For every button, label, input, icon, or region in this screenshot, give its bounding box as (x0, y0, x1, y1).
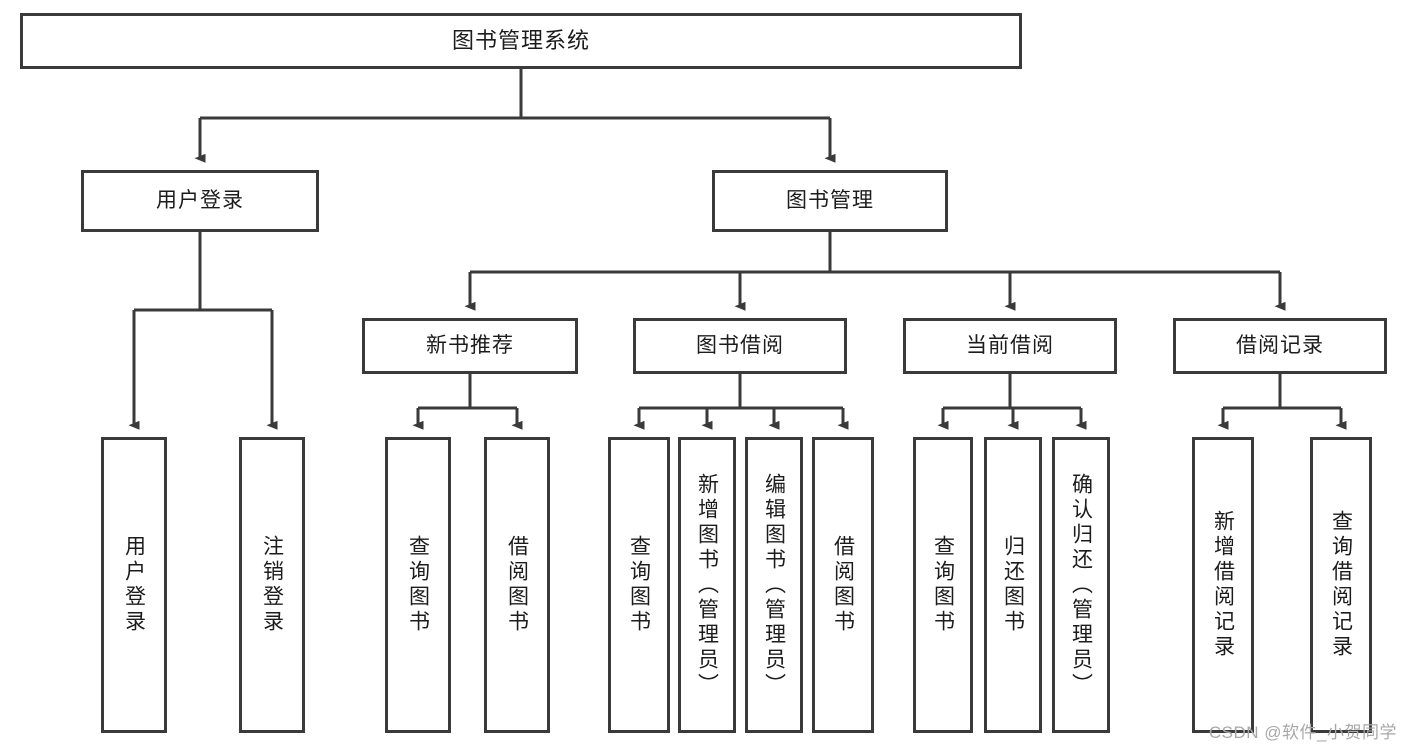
node-borrow-record-label: 借阅记录 (1236, 334, 1324, 358)
leaf-confirm-return-admin[interactable]: 确认归还（管理员） (1052, 437, 1110, 733)
leaf-query-book-current[interactable]: 查询图书 (913, 437, 973, 733)
node-book-borrow-label: 图书借阅 (696, 334, 784, 358)
leaf-return-book-label: 归还图书 (1001, 535, 1025, 635)
node-borrow-record[interactable]: 借阅记录 (1173, 318, 1387, 374)
node-user-login[interactable]: 用户登录 (81, 170, 319, 232)
node-new-book-recommend-label: 新书推荐 (426, 334, 514, 358)
node-user-login-label: 用户登录 (156, 189, 244, 213)
node-root-label: 图书管理系统 (451, 27, 590, 53)
leaf-query-borrow-record-label: 查询借阅记录 (1329, 510, 1353, 660)
csdn-watermark: CSDN @软件_小贺同学 (1208, 723, 1397, 742)
leaf-confirm-return-admin-label: 确认归还（管理员） (1069, 472, 1093, 698)
node-new-book-recommend[interactable]: 新书推荐 (362, 318, 578, 374)
leaf-user-login[interactable]: 用户登录 (101, 437, 167, 733)
leaf-query-book-borrow[interactable]: 查询图书 (608, 437, 670, 733)
leaf-return-book[interactable]: 归还图书 (984, 437, 1042, 733)
leaf-edit-book-admin[interactable]: 编辑图书（管理员） (745, 437, 803, 733)
leaf-query-borrow-record[interactable]: 查询借阅记录 (1310, 437, 1372, 733)
leaf-query-book-recommend[interactable]: 查询图书 (385, 437, 451, 733)
node-book-management-label: 图书管理 (786, 189, 874, 213)
leaf-query-book-current-label: 查询图书 (931, 535, 955, 635)
node-root[interactable]: 图书管理系统 (20, 13, 1022, 69)
node-current-borrow-label: 当前借阅 (966, 334, 1054, 358)
leaf-add-borrow-record-label: 新增借阅记录 (1211, 510, 1235, 660)
leaf-borrow-book-recommend-label: 借阅图书 (505, 535, 529, 635)
leaf-borrow-book[interactable]: 借阅图书 (812, 437, 874, 733)
node-current-borrow[interactable]: 当前借阅 (903, 318, 1117, 374)
leaf-borrow-book-label: 借阅图书 (831, 535, 855, 635)
leaf-edit-book-admin-label: 编辑图书（管理员） (762, 472, 786, 698)
leaf-query-book-borrow-label: 查询图书 (627, 535, 651, 635)
node-book-borrow[interactable]: 图书借阅 (633, 318, 847, 374)
node-book-management[interactable]: 图书管理 (712, 170, 948, 232)
leaf-borrow-book-recommend[interactable]: 借阅图书 (484, 437, 550, 733)
leaf-user-login-label: 用户登录 (122, 535, 146, 635)
leaf-add-book-admin-label: 新增图书（管理员） (695, 472, 719, 698)
leaf-add-book-admin[interactable]: 新增图书（管理员） (678, 437, 736, 733)
leaf-add-borrow-record[interactable]: 新增借阅记录 (1192, 437, 1254, 733)
leaf-logout[interactable]: 注销登录 (239, 437, 305, 733)
leaf-logout-label: 注销登录 (260, 535, 284, 635)
leaf-query-book-recommend-label: 查询图书 (406, 535, 430, 635)
